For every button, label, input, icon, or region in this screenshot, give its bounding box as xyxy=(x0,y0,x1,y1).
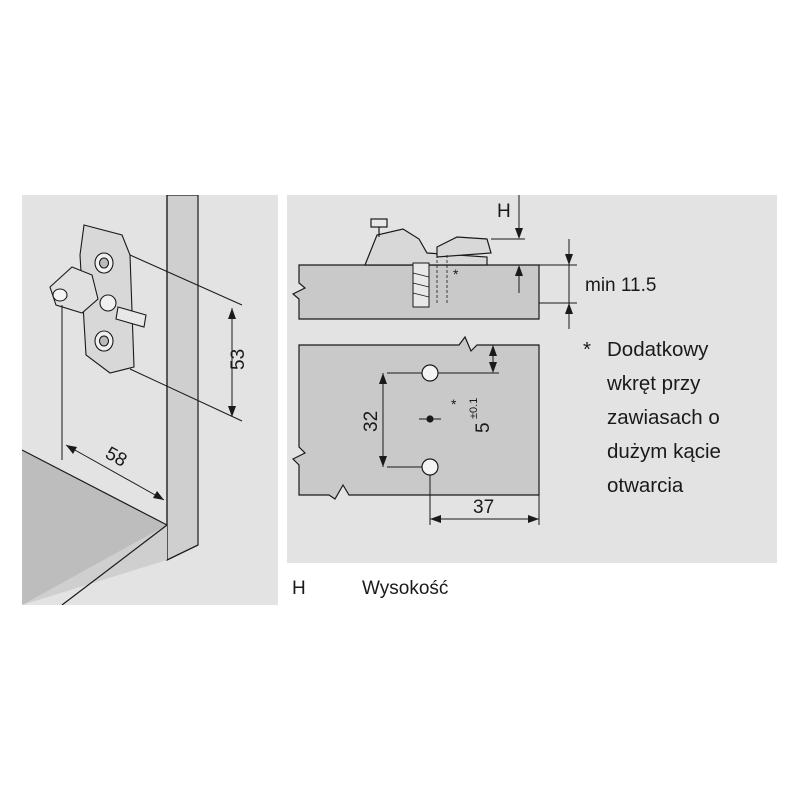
footnote: * Dodatkowy wkręt przy zawiasach o dużym… xyxy=(583,333,773,503)
hinge-perspective-drawing: 53 58 xyxy=(22,195,278,605)
dim-32-label: 32 xyxy=(361,411,382,432)
footnote-line: otwarcia xyxy=(607,474,684,497)
dim-5-label: 5 xyxy=(473,422,494,433)
footnote-line: wkręt przy xyxy=(607,372,701,395)
dim-53-label: 53 xyxy=(228,349,249,370)
legend-value: Wysokość xyxy=(362,578,449,599)
perspective-panel: 53 58 xyxy=(22,195,278,605)
technical-panel: * H min 11.5 * 32 xyxy=(287,195,777,563)
front-asterisk: * xyxy=(451,396,457,412)
legend-key: H xyxy=(292,578,306,599)
footnote-line: zawiasach o xyxy=(607,406,720,429)
mounting-plate xyxy=(49,224,147,374)
min-thickness-label: min 11.5 xyxy=(585,275,656,296)
footnote-line: Dodatkowy xyxy=(607,338,709,361)
drilling-pattern-drawing: * H min 11.5 * 32 xyxy=(287,195,777,563)
footnote-asterisk: * xyxy=(583,338,591,361)
side-asterisk: * xyxy=(453,266,459,282)
dim-37-label: 37 xyxy=(473,497,494,518)
h-dim-label: H xyxy=(497,201,511,222)
front-view xyxy=(291,335,540,500)
dim-5-tolerance: ±0.1 xyxy=(468,398,480,419)
side-view xyxy=(291,218,540,320)
footnote-line: dużym kącie xyxy=(607,440,721,463)
